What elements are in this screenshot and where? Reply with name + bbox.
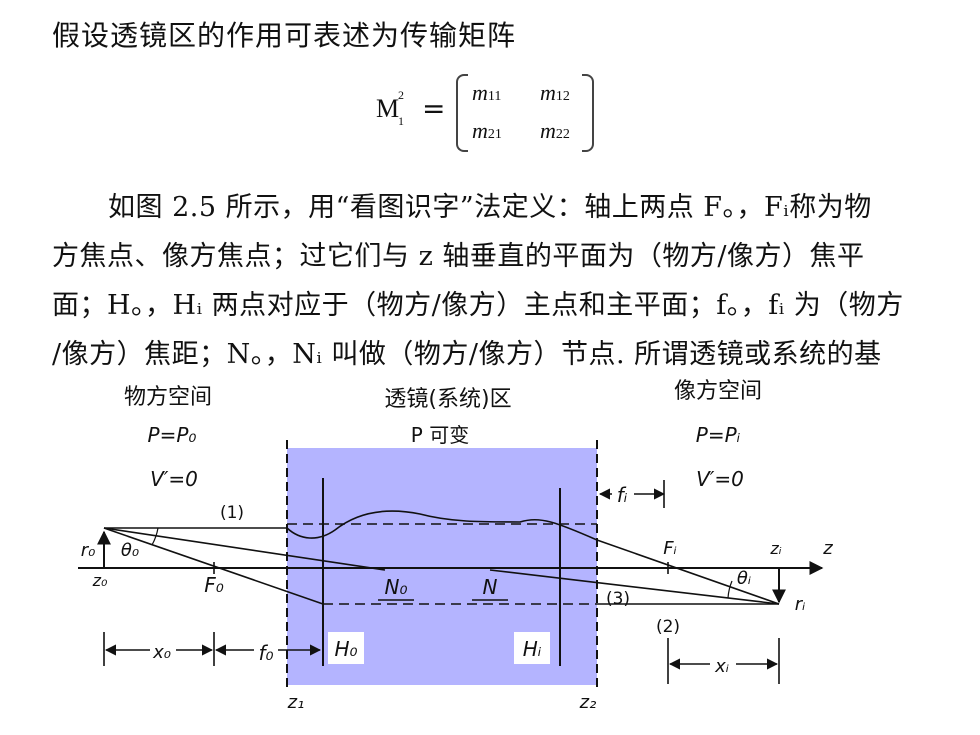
- ni-label: N: [483, 575, 498, 599]
- z-axis-label: z: [822, 538, 833, 559]
- n0-label: N₀: [385, 575, 408, 599]
- matrix-m11: m11: [472, 80, 502, 105]
- x0-label-bg: [150, 636, 176, 662]
- right-bracket: [582, 74, 594, 152]
- h0-label-box: [328, 632, 364, 664]
- thetai-arc: [727, 580, 733, 599]
- left-bracket: [456, 74, 468, 152]
- fi-label: fᵢ: [617, 483, 628, 507]
- fi-point-label: Fᵢ: [663, 538, 677, 559]
- paragraph-line-2: 方焦点、像方焦点；过它们与 z 轴垂直的平面为（物方/像方）焦平: [52, 241, 865, 272]
- matrix-m12: m12: [540, 80, 570, 105]
- lens-region-title: 透镜(系统)区: [384, 387, 511, 412]
- hi-label: Hᵢ: [523, 637, 542, 661]
- object-space-p: P=P₀: [148, 423, 197, 447]
- ray-1-image: [596, 539, 780, 605]
- object-space-title: 物方空间: [124, 385, 212, 410]
- h0-label: H₀: [334, 637, 357, 661]
- object-space-v: V′=0: [150, 467, 198, 491]
- z0-label: z₀: [92, 571, 108, 590]
- zi-label: zᵢ: [769, 539, 781, 558]
- lens-system-figure: 物方空间 P=P₀ V′=0 透镜(系统)区 P 可变 像方空间 P=Pᵢ V′…: [78, 379, 833, 713]
- paragraph-line-1: 如图 2.5 所示，用“看图识字”法定义：轴上两点 F。，Fᵢ称为物: [108, 192, 872, 223]
- theta0-label: θ₀: [121, 540, 139, 561]
- ri-label: rᵢ: [795, 594, 806, 615]
- f0-label: f₀: [258, 641, 273, 665]
- intro-line: 假设透镜区的作用可表述为传输矩阵: [52, 19, 517, 52]
- ray-1-lens: [286, 510, 598, 541]
- z1-label: z₁: [287, 692, 305, 713]
- image-space-title: 像方空间: [674, 379, 762, 404]
- paragraph-line-4: /像方）焦距；N。，Nᵢ 叫做（物方/像方）节点. 所谓透镜或系统的基: [52, 339, 882, 370]
- paragraph-line-3: 面；H。，Hᵢ 两点对应于（物方/像方）主点和主平面；f。，fᵢ 为（物方: [52, 290, 904, 321]
- definition-paragraph: 如图 2.5 所示，用“看图识字”法定义：轴上两点 F。，Fᵢ称为物 方焦点、像…: [52, 183, 932, 379]
- ray-2-label: (2): [656, 617, 680, 637]
- r0-label: r₀: [81, 540, 96, 561]
- equals-sign: =: [422, 92, 446, 125]
- image-space-p: P=Pᵢ: [696, 423, 741, 447]
- f0-label-bg: [254, 634, 278, 664]
- image-space-v: V′=0: [696, 467, 744, 491]
- thetai-label: θᵢ: [737, 568, 751, 589]
- ray-1-label: (1): [220, 503, 244, 523]
- ray-3-object: [103, 527, 386, 571]
- f0-point-label: F₀: [204, 573, 224, 597]
- x0-label: x₀: [152, 642, 171, 663]
- hi-label-box: [514, 632, 550, 664]
- ray-3-image: [489, 569, 780, 605]
- matrix-m22: m22: [540, 118, 570, 143]
- fi-label-bg: [612, 476, 634, 506]
- matrix-m21: m21: [472, 118, 502, 143]
- ray-3-label: (3): [606, 589, 630, 609]
- z2-label: z₂: [579, 692, 597, 713]
- xi-label: xᵢ: [714, 656, 729, 677]
- xi-label-bg: [710, 652, 736, 676]
- lens-region-p: P 可变: [411, 423, 469, 447]
- theta0-arc: [151, 527, 159, 546]
